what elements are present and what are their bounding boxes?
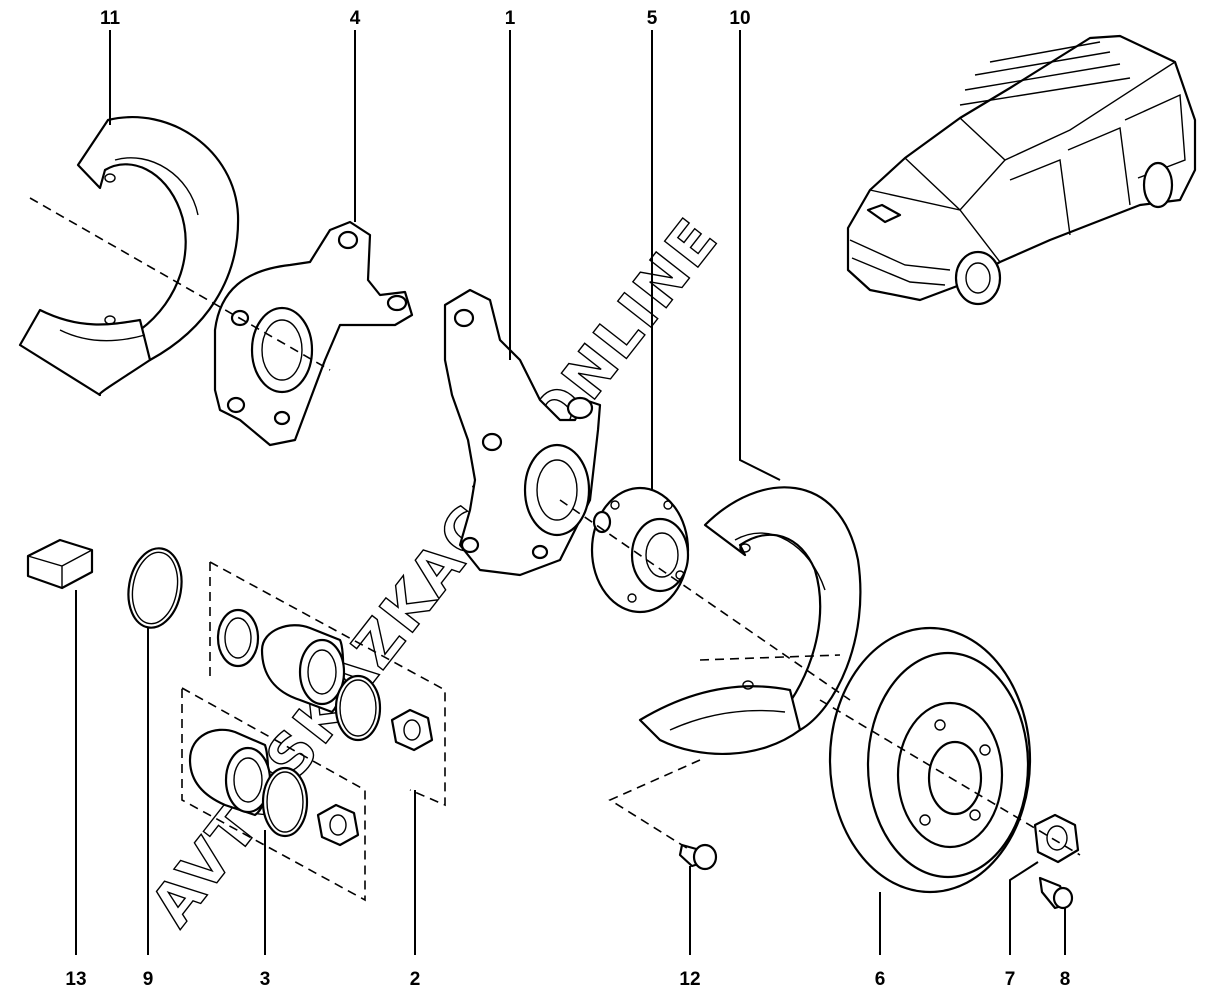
wheel-hub [590, 486, 690, 614]
callout-labels: 11 4 1 5 10 13 9 3 2 12 6 7 8 [65, 8, 1070, 990]
dust-shield-left [18, 116, 240, 397]
callout-7: 7 [1005, 969, 1016, 990]
leader-lines [75, 30, 1066, 955]
dust-shield-right [638, 486, 862, 756]
callout-12: 12 [679, 969, 700, 990]
grease-pack [26, 538, 94, 590]
callout-10: 10 [729, 8, 750, 29]
steering-knuckle-center [443, 288, 602, 577]
callout-4: 4 [350, 8, 361, 29]
brake-disc [828, 626, 1032, 894]
callout-6: 6 [875, 969, 886, 990]
hub-nut [1033, 813, 1080, 864]
bearing-kit-3 [181, 686, 366, 902]
callout-13: 13 [65, 969, 86, 990]
steering-knuckle-left [213, 220, 414, 447]
callout-2: 2 [410, 969, 421, 990]
assembly-axis-lines [29, 197, 1081, 856]
bearing-kit-2 [209, 561, 446, 807]
callout-1: 1 [505, 8, 516, 29]
shield-screw [678, 843, 718, 871]
disc-bolt [1038, 876, 1074, 910]
callout-11: 11 [100, 8, 121, 29]
callout-9: 9 [143, 969, 154, 990]
circlip [127, 547, 183, 629]
callout-5: 5 [647, 8, 658, 29]
callout-3: 3 [260, 969, 271, 990]
car-illustration [846, 34, 1197, 306]
callout-8: 8 [1060, 969, 1071, 990]
